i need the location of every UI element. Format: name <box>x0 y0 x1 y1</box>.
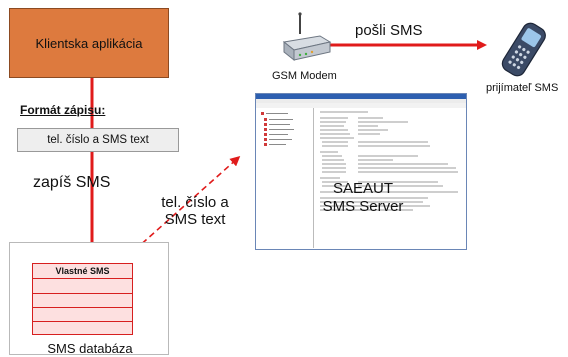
sms-table: Vlastné SMS <box>32 263 133 335</box>
server-tree-panel <box>261 108 314 248</box>
write-sms-label: zapíš SMS <box>33 174 111 191</box>
sms-server-title-line1: SAEAUT <box>332 180 393 197</box>
server-window-toolbar <box>256 103 466 108</box>
sms-database-label: SMS databáza <box>47 341 133 356</box>
gsm-modem-label: GSM Modem <box>272 70 337 82</box>
dashed-arrow-label-line1: tel. číslo a <box>161 194 229 211</box>
sms-recipient-label: prijímateľ SMS <box>486 82 559 94</box>
send-sms-label: pošli SMS <box>355 22 423 39</box>
sms-table-row <box>33 321 132 335</box>
client-application-label: Klientska aplikácia <box>35 35 143 51</box>
sms-server-title-line2: SMS Server <box>322 198 404 215</box>
dashed-arrow-label-line2: SMS text <box>164 211 226 228</box>
gsm-modem-icon <box>282 12 332 62</box>
sms-server-title: SAEAUT SMS Server <box>258 180 468 216</box>
mobile-phone-icon <box>501 22 546 77</box>
sms-table-row <box>33 293 132 308</box>
dashed-arrow-label: tel. číslo a SMS text <box>145 194 245 228</box>
format-content: tel. číslo a SMS text <box>47 134 149 146</box>
sms-table-row <box>33 279 132 294</box>
client-application-box: Klientska aplikácia <box>9 8 169 78</box>
server-window-titlebar <box>256 94 466 99</box>
sms-table-header: Vlastné SMS <box>33 264 132 279</box>
format-title: Formát zápisu: <box>20 103 106 117</box>
server-log-panel <box>320 111 458 211</box>
sms-table-row <box>33 307 132 322</box>
format-box: tel. číslo a SMS text <box>17 128 179 152</box>
sms-server-window <box>255 93 467 250</box>
